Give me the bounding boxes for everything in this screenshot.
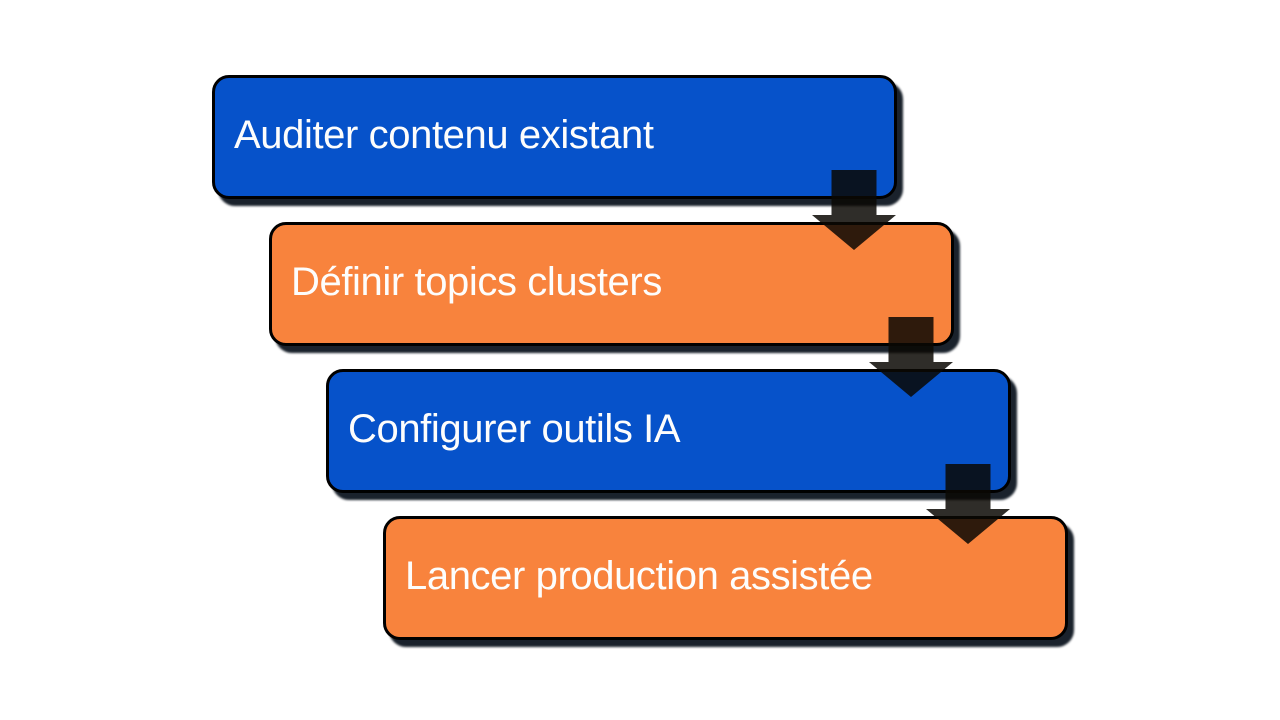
step-box-3: Configurer outils IA: [326, 369, 1011, 493]
step-label-1: Auditer contenu existant: [234, 113, 654, 157]
step-label-4: Lancer production assistée: [405, 554, 873, 598]
down-arrow-icon: [812, 170, 896, 250]
step-label-3: Configurer outils IA: [348, 407, 681, 451]
step-box-2: Définir topics clusters: [269, 222, 954, 346]
step-box-4: Lancer production assistée: [383, 516, 1068, 640]
step-box-1: Auditer contenu existant: [212, 75, 897, 199]
down-arrow-icon: [926, 464, 1010, 544]
down-arrow-icon: [869, 317, 953, 397]
step-label-2: Définir topics clusters: [291, 260, 662, 304]
